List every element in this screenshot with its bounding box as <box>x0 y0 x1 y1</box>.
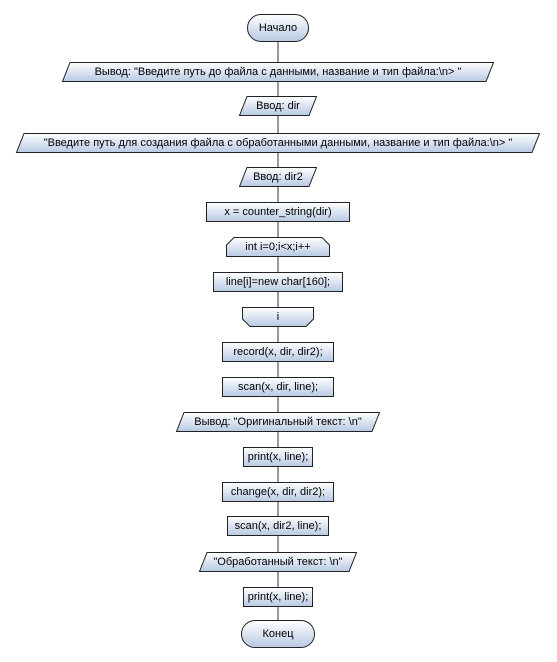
node-label: scan(x, dir2, line); <box>234 520 322 532</box>
process-node-proc5: print(x, line); <box>243 447 313 467</box>
node-label: change(x, dir, dir2); <box>230 486 326 498</box>
node-label: record(x, dir, dir2); <box>233 346 323 358</box>
process-node-proc3: record(x, dir, dir2); <box>222 342 334 362</box>
process-node-proc7: scan(x, dir2, line); <box>227 516 329 536</box>
node-label: print(x, line); <box>247 451 309 463</box>
node-label: scan(x, dir, line); <box>237 381 319 393</box>
loop-start-node-loop-start: int i=0;i<x;i++ <box>226 237 330 257</box>
node-label: Ввод: dir2 <box>253 171 303 183</box>
io-node-out1: Вывод: "Введите путь до файла с данными,… <box>61 62 495 82</box>
io-node-in2: Ввод: dir2 <box>238 167 318 187</box>
io-node-out4: "Обработанный текст: \n" <box>198 552 358 572</box>
terminator-node-end: Конец <box>241 620 315 648</box>
process-node-proc6: change(x, dir, dir2); <box>222 482 334 502</box>
process-node-proc2: line[i]=new char[160]; <box>213 272 343 292</box>
io-node-out3: Вывод: "Оригинальный текст: \n" <box>175 412 381 432</box>
io-node-out2: "Введите путь для создания файла с обраб… <box>15 133 541 153</box>
node-label: Начало <box>258 22 298 34</box>
node-label: "Введите путь для создания файла с обраб… <box>43 137 513 149</box>
loop-end-node-loop-end: i <box>242 307 314 327</box>
node-label: int i=0;i<x;i++ <box>245 241 311 253</box>
node-label: print(x, line); <box>247 591 309 603</box>
node-label: Конец <box>262 628 294 640</box>
node-label: i <box>276 311 280 323</box>
node-label: "Обработанный текст: \n" <box>213 556 343 568</box>
node-label: x = counter_string(dir) <box>224 206 332 218</box>
io-node-in1: Ввод: dir <box>238 96 318 116</box>
process-node-proc1: x = counter_string(dir) <box>206 202 350 222</box>
node-label: Ввод: dir <box>256 100 300 112</box>
node-label: line[i]=new char[160]; <box>225 276 331 288</box>
node-label: Вывод: "Введите путь до файла с данными,… <box>94 66 462 78</box>
process-node-proc8: print(x, line); <box>243 587 313 607</box>
process-node-proc4: scan(x, dir, line); <box>222 377 334 397</box>
node-label: Вывод: "Оригинальный текст: \n" <box>194 416 362 428</box>
terminator-node-start: Начало <box>247 14 309 42</box>
